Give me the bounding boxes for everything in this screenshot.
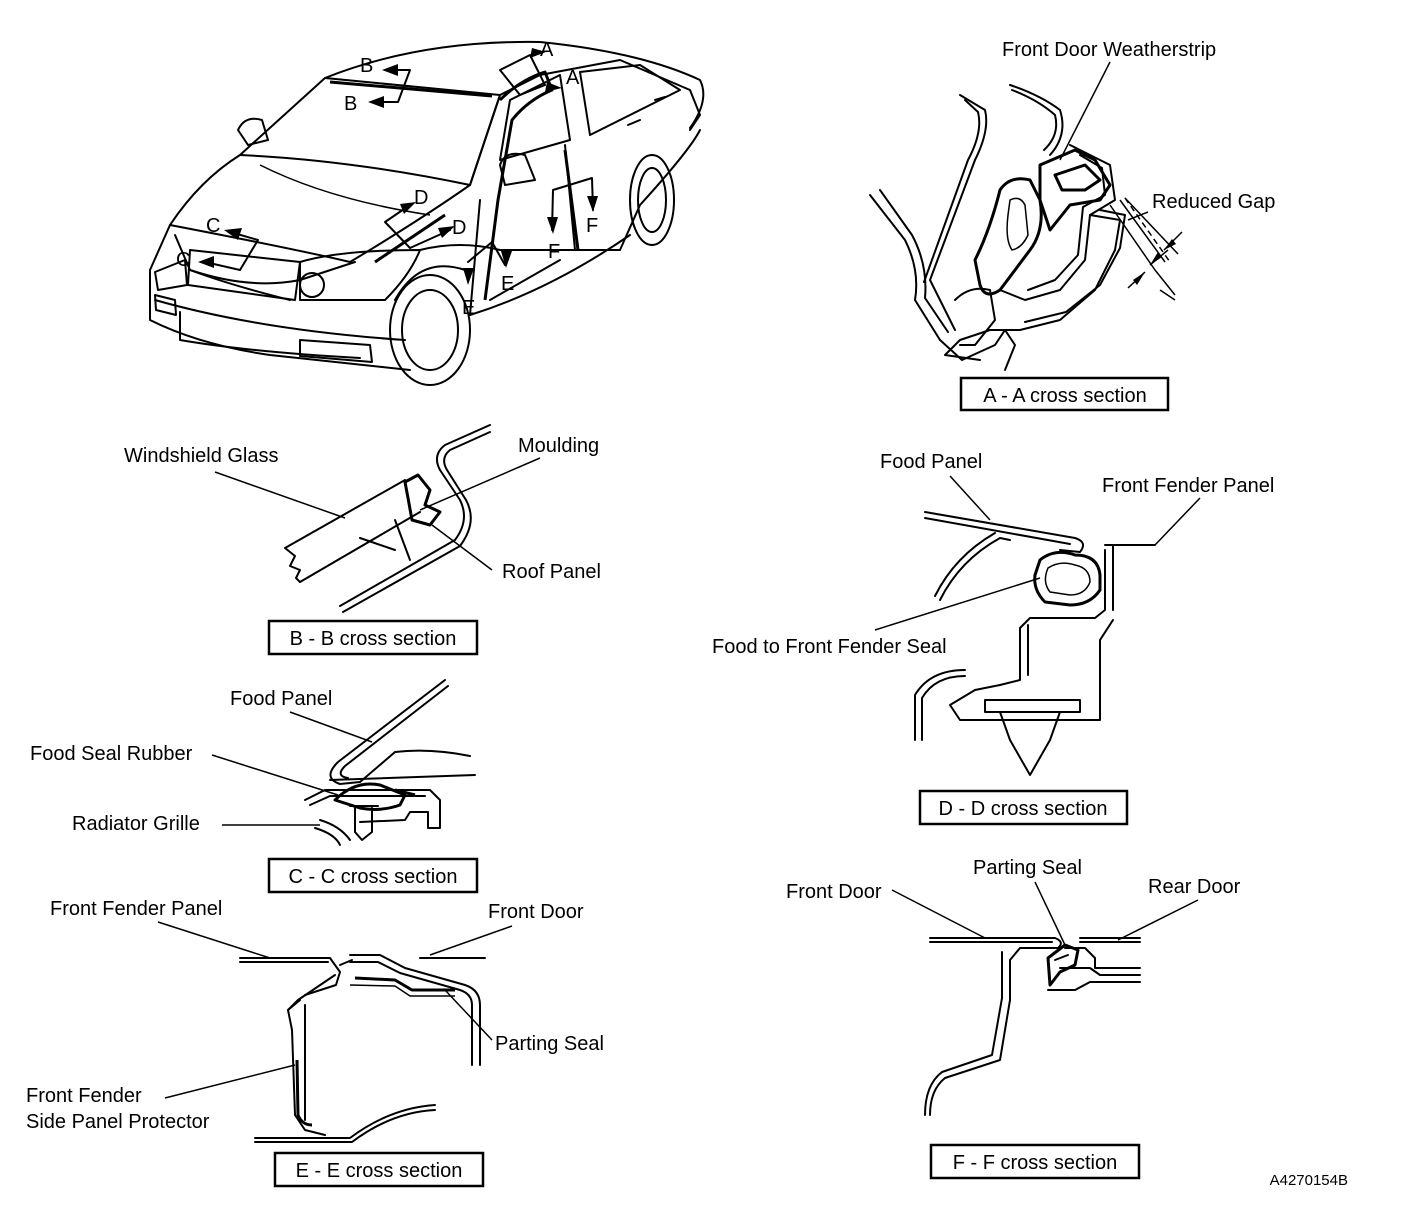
marker-b-1: B: [360, 55, 373, 77]
section-aa: Front Door Weatherstrip Reduced Gap A - …: [869, 39, 1275, 412]
marker-c-2: C: [176, 249, 190, 271]
caption-dd: D - D cross section: [939, 798, 1108, 820]
marker-e-2: E: [501, 273, 514, 295]
label-ff-parting-seal: Parting Seal: [973, 857, 1082, 879]
label-ee-front-fender-panel: Front Fender Panel: [50, 898, 222, 920]
label-cc-food-panel: Food Panel: [230, 688, 332, 710]
label-ee-front-door: Front Door: [488, 901, 584, 923]
label-radiator-grille: Radiator Grille: [72, 813, 200, 835]
label-moulding: Moulding: [518, 435, 599, 457]
marker-c-1: C: [206, 215, 220, 237]
label-reduced-gap: Reduced Gap: [1152, 191, 1275, 213]
section-dd: Food Panel Front Fender Panel Food to Fr…: [712, 451, 1274, 826]
label-side-panel-protector: Side Panel Protector: [26, 1111, 210, 1133]
caption-ee: E - E cross section: [296, 1160, 463, 1182]
label-front-door-weatherstrip: Front Door Weatherstrip: [1002, 39, 1216, 61]
marker-a-1: A: [540, 39, 554, 61]
label-food-to-front-fender-seal: Food to Front Fender Seal: [712, 636, 947, 658]
car-illustration: [149, 40, 705, 386]
label-dd-front-fender-panel: Front Fender Panel: [1102, 475, 1274, 497]
caption-cc: C - C cross section: [289, 866, 458, 888]
label-roof-panel: Roof Panel: [502, 561, 601, 583]
marker-f-1: F: [548, 241, 560, 263]
label-windshield-glass: Windshield Glass: [124, 445, 279, 467]
section-cc: Food Panel Food Seal Rubber Radiator Gri…: [30, 679, 479, 894]
car-section-markers: A A B B C C D D E E F F: [176, 39, 598, 319]
marker-b-2: B: [344, 93, 357, 115]
label-front-fender: Front Fender: [26, 1085, 142, 1107]
marker-a-2: A: [566, 67, 580, 89]
section-ee: Front Fender Panel Front Door Parting Se…: [26, 898, 604, 1188]
marker-d-2: D: [452, 217, 466, 239]
label-food-seal-rubber: Food Seal Rubber: [30, 743, 193, 765]
section-bb: Windshield Glass Moulding Roof Panel B -…: [124, 424, 601, 656]
marker-f-2: F: [586, 215, 598, 237]
marker-d-1: D: [414, 187, 428, 209]
caption-bb: B - B cross section: [290, 628, 457, 650]
marker-e-1: E: [462, 297, 475, 319]
label-ff-rear-door: Rear Door: [1148, 876, 1241, 898]
section-ff: Front Door Parting Seal Rear Door F - F …: [786, 857, 1241, 1180]
label-ee-parting-seal: Parting Seal: [495, 1033, 604, 1055]
label-ff-front-door: Front Door: [786, 881, 882, 903]
caption-aa: A - A cross section: [983, 385, 1146, 407]
caption-ff: F - F cross section: [953, 1152, 1117, 1174]
figure-code: A4270154B: [1270, 1172, 1348, 1189]
label-dd-food-panel: Food Panel: [880, 451, 982, 473]
